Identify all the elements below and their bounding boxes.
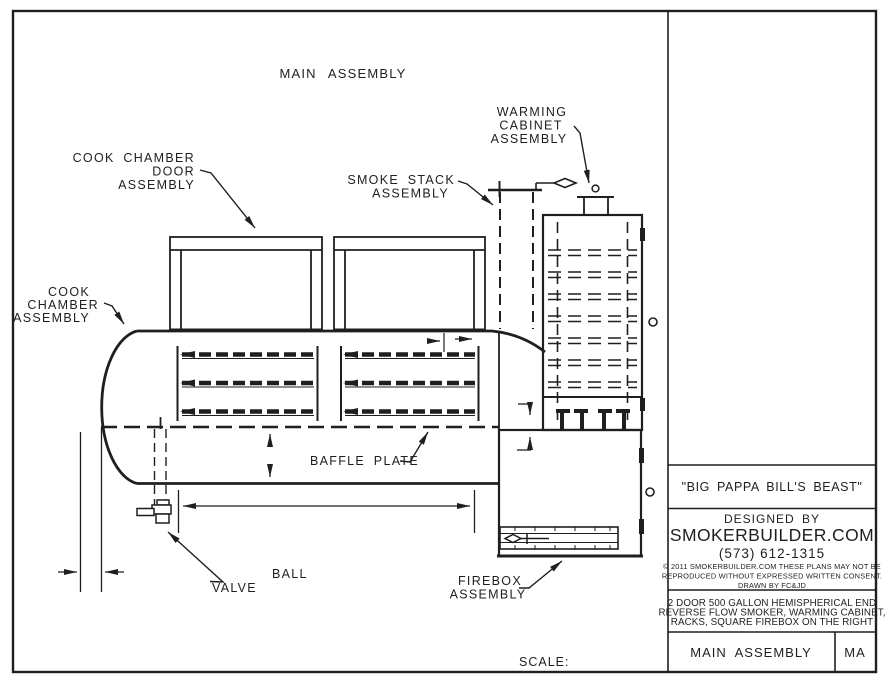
callout-ball-valve: BALL	[272, 567, 308, 581]
callout-baffle-plate: BAFFLE PLATE	[310, 454, 419, 468]
drawing-border	[11, 9, 878, 674]
callout-firebox: ASSEMBLY	[450, 588, 527, 602]
callout-firebox: FIREBOX	[458, 574, 522, 588]
door-left	[169, 236, 323, 332]
leader-warming-cabinet	[573, 125, 590, 184]
callout-cook-chamber: ASSEMBLY	[13, 311, 90, 325]
door-right	[333, 236, 486, 332]
description-line: 2 DOOR 500 GALLON HEMISPHERICAL END	[668, 598, 876, 609]
firebox-door-knob	[645, 487, 655, 497]
copyright-line: DRAWN BY FC&JD	[738, 581, 806, 590]
company-name: SMOKERBUILDER.COM	[670, 525, 874, 545]
firebox-hinge	[639, 519, 644, 534]
smoke-stack	[488, 177, 579, 329]
callouts: COOK CHAMBER DOOR ASSEMBLY SMOKE STACK A…	[13, 105, 569, 669]
sheet-code: MA	[844, 645, 866, 660]
description-line: REVERSE FLOW SMOKER, WARMING CABINET,	[658, 608, 885, 619]
copyright-line: © 2011 SMOKERBUILDER.COM THESE PLANS MAY…	[663, 562, 881, 571]
leader-valve	[167, 531, 225, 583]
callout-cook-chamber-door: ASSEMBLY	[118, 178, 195, 192]
ball-valve-body	[136, 499, 172, 524]
title-block: "BIG PAPPA BILL'S BEAST" DESIGNED BY SMO…	[658, 464, 885, 672]
dimension-marks	[58, 336, 533, 592]
cabinet-hinge	[640, 228, 645, 241]
cooking-racks	[176, 346, 480, 421]
callout-cook-chamber: CHAMBER	[27, 298, 99, 312]
cabinet-vent	[577, 184, 614, 216]
vent-damper-handle	[503, 533, 549, 544]
firebox-hinge	[639, 448, 644, 463]
callout-smoke-stack: SMOKE STACK	[347, 173, 455, 187]
phone-number: (573) 612-1315	[719, 546, 825, 561]
ball-valve-drain	[136, 417, 172, 524]
cabinet-door-knob	[648, 317, 658, 327]
leader-smoke-stack	[457, 180, 494, 206]
leader-firebox	[519, 560, 563, 589]
warming-cabinet	[541, 184, 658, 432]
cabinet-racks	[548, 249, 637, 389]
leader-door	[199, 169, 256, 229]
cabinet-hinge	[640, 398, 645, 411]
cabinet-feet	[556, 409, 630, 430]
callout-smoke-stack: ASSEMBLY	[372, 187, 449, 201]
scale-label: SCALE:	[519, 655, 569, 669]
firebox	[497, 428, 655, 558]
stack-damper-handle	[535, 177, 579, 190]
designed-by-label: DESIGNED BY	[724, 512, 820, 526]
callout-leaders	[103, 125, 590, 589]
callout-warming-cabinet: CABINET	[499, 119, 562, 133]
callout-cook-chamber: COOK	[48, 285, 90, 299]
leader-baffle	[399, 431, 429, 463]
callout-cook-chamber-door: COOK CHAMBER	[73, 151, 195, 165]
rack-group-left	[176, 346, 319, 421]
drawing-name: "BIG PAPPA BILL'S BEAST"	[682, 480, 863, 494]
sheet-title: MAIN ASSEMBLY	[690, 645, 812, 660]
copyright-line: REPRODUCED WITHOUT EXPRESSED WRITTEN CON…	[662, 572, 882, 581]
callout-warming-cabinet: ASSEMBLY	[491, 132, 568, 146]
callout-ball-valve: VALVE	[212, 581, 257, 595]
view-title: MAIN ASSEMBLY	[279, 66, 406, 81]
leader-cook-chamber	[103, 302, 125, 325]
callout-cook-chamber-door: DOOR	[152, 165, 195, 179]
callout-warming-cabinet: WARMING	[497, 105, 567, 119]
description-line: RACKS, SQUARE FIREBOX ON THE RIGHT	[671, 617, 873, 628]
cook-chamber-doors	[169, 236, 486, 332]
rack-group-right	[340, 346, 480, 421]
firebox-air-vent	[499, 526, 619, 550]
